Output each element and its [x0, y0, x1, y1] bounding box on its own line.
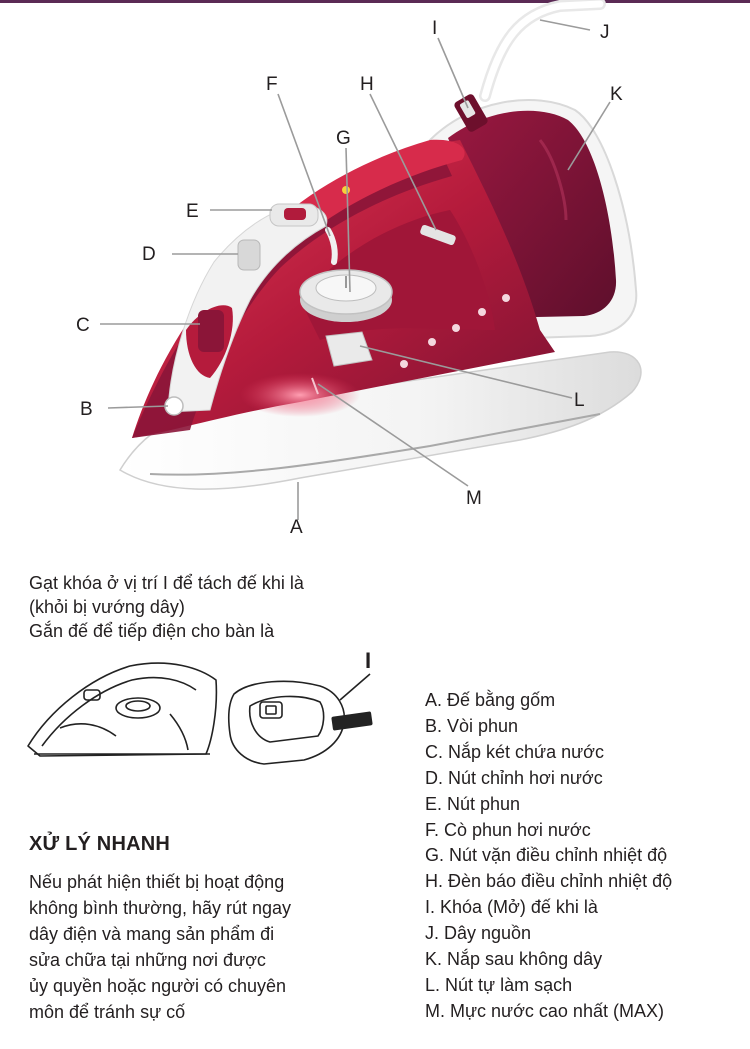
callout-f: F	[266, 74, 278, 95]
leader-lines	[100, 19, 611, 520]
callout-c: C	[76, 315, 90, 336]
intro-line: Gắn đế để tiếp điện cho bàn là	[29, 621, 275, 641]
callout-j: J	[600, 22, 610, 43]
callout-l: L	[574, 390, 585, 411]
temperature-dial	[299, 269, 393, 322]
parts-list-item: D. Nút chỉnh hơi nước	[425, 767, 603, 788]
callout-k: K	[610, 84, 623, 105]
parts-list-item: E. Nút phun	[425, 793, 521, 814]
parts-list-item: J. Dây nguồn	[425, 923, 532, 944]
base-detach-diagram	[27, 662, 373, 765]
parts-list-item: M. Mực nước cao nhất (MAX)	[425, 1000, 664, 1021]
max-water-mark	[311, 377, 319, 395]
quick-fix-line: môn để tránh sự cố	[29, 1002, 186, 1022]
quick-fix-title: XỬ LÝ NHANH	[29, 833, 171, 855]
quick-fix-line: Nếu phát hiện thiết bị hoạt động	[29, 872, 285, 892]
small-diagram-label: I	[365, 648, 372, 673]
parts-list-item: F. Cò phun hơi nước	[425, 819, 591, 840]
parts-list-item: C. Nắp két chứa nước	[425, 741, 604, 762]
intro-line: Gạt khóa ở vị trí I để tách đế khi là	[29, 573, 304, 593]
quick-fix-line: sửa chữa tại những nơi được	[29, 950, 266, 970]
lock-latch	[454, 94, 488, 132]
quick-fix-line: không bình thường, hãy rút ngay	[29, 898, 292, 918]
parts-list-item: A. Đế bằng gốm	[425, 690, 556, 710]
intro-line: (khỏi bị vướng dây)	[29, 597, 185, 617]
callout-m: M	[466, 488, 482, 509]
callout-e: E	[186, 201, 199, 222]
base-detach-instructions: Gạt khóa ở vị trí I để tách đế khi là (k…	[29, 571, 304, 643]
callout-b: B	[80, 399, 93, 420]
quick-fix-body: Nếu phát hiện thiết bị hoạt động không b…	[29, 869, 291, 1025]
power-cord	[479, 0, 606, 102]
callout-d: D	[142, 244, 156, 265]
parts-list-item: G. Nút vặn điều chỉnh nhiệt độ	[425, 845, 668, 866]
parts-list-item: H. Đèn báo điều chỉnh nhiệt độ	[425, 871, 673, 892]
quick-fix-line: ủy quyền hoặc người có chuyên	[29, 976, 287, 996]
parts-list-item: L. Nút tự làm sạch	[425, 974, 573, 995]
quick-fix-line: dây điện và mang sản phẩm đi	[29, 924, 275, 944]
parts-list-item: B. Vòi phun	[425, 715, 519, 736]
setting-icons	[400, 294, 510, 368]
callout-i: I	[432, 18, 437, 39]
parts-list: A. Đế bằng gốm B. Vòi phun C. Nắp két ch…	[425, 688, 672, 1025]
iron-diagram: A B C D E F G H I J K L M	[76, 0, 642, 538]
parts-list-item: K. Nắp sau không dây	[425, 949, 603, 970]
top-rule	[0, 0, 750, 3]
temperature-indicator	[420, 224, 456, 246]
callout-g: G	[336, 128, 351, 149]
parts-list-item: I. Khóa (Mở) đế khi là	[425, 897, 598, 918]
callout-a: A	[290, 517, 303, 538]
callout-h: H	[360, 74, 374, 95]
self-clean-button	[325, 331, 373, 367]
